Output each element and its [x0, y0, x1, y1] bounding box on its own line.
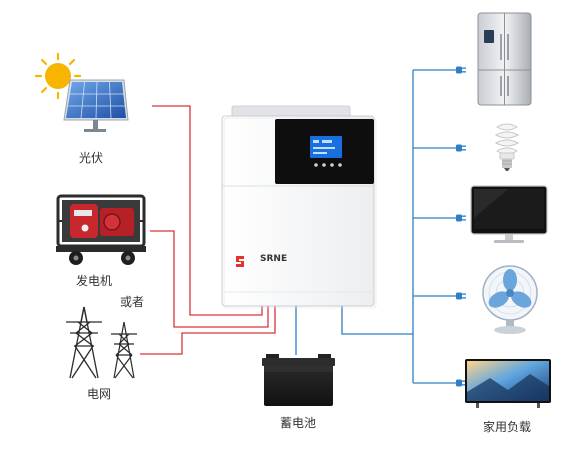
battery-icon: [262, 354, 335, 406]
output-lines: [295, 69, 456, 384]
grid-to-inverter-line: [140, 300, 276, 355]
plug-icon: [456, 66, 466, 74]
inverter-device: [221, 105, 377, 309]
or-label: 或者: [119, 295, 145, 309]
inverter-to-bus-line: [341, 300, 413, 335]
sun-icon: [34, 52, 82, 100]
plug-icons: [456, 66, 466, 387]
ac-input-lines: [140, 105, 276, 355]
pv-to-inverter-line: [152, 105, 263, 316]
grid-label: 电网: [86, 387, 112, 401]
plug-icon: [456, 214, 466, 222]
power-tower-icon: [66, 306, 102, 379]
battery-label: 蓄电池: [279, 416, 317, 430]
brand-name: SRNE: [260, 254, 288, 264]
fan-icon: [482, 265, 538, 334]
television-icon: [465, 359, 551, 408]
loads-label: 家用负载: [482, 420, 532, 434]
light-bulb-icon: [494, 123, 520, 171]
pv-label: 光伏: [78, 151, 104, 165]
brand-logo: [236, 256, 244, 267]
generator-icon: [56, 194, 146, 265]
power-tower-icon: [111, 321, 137, 379]
refrigerator-icon: [477, 12, 532, 106]
generator-to-inverter-line: [150, 230, 269, 328]
plug-icon: [456, 144, 466, 152]
plug-icon: [456, 292, 466, 300]
generator-label: 发电机: [75, 274, 113, 288]
solar-panel-icon: [34, 52, 129, 132]
plug-icon: [456, 379, 466, 387]
monitor-icon: [470, 185, 548, 243]
